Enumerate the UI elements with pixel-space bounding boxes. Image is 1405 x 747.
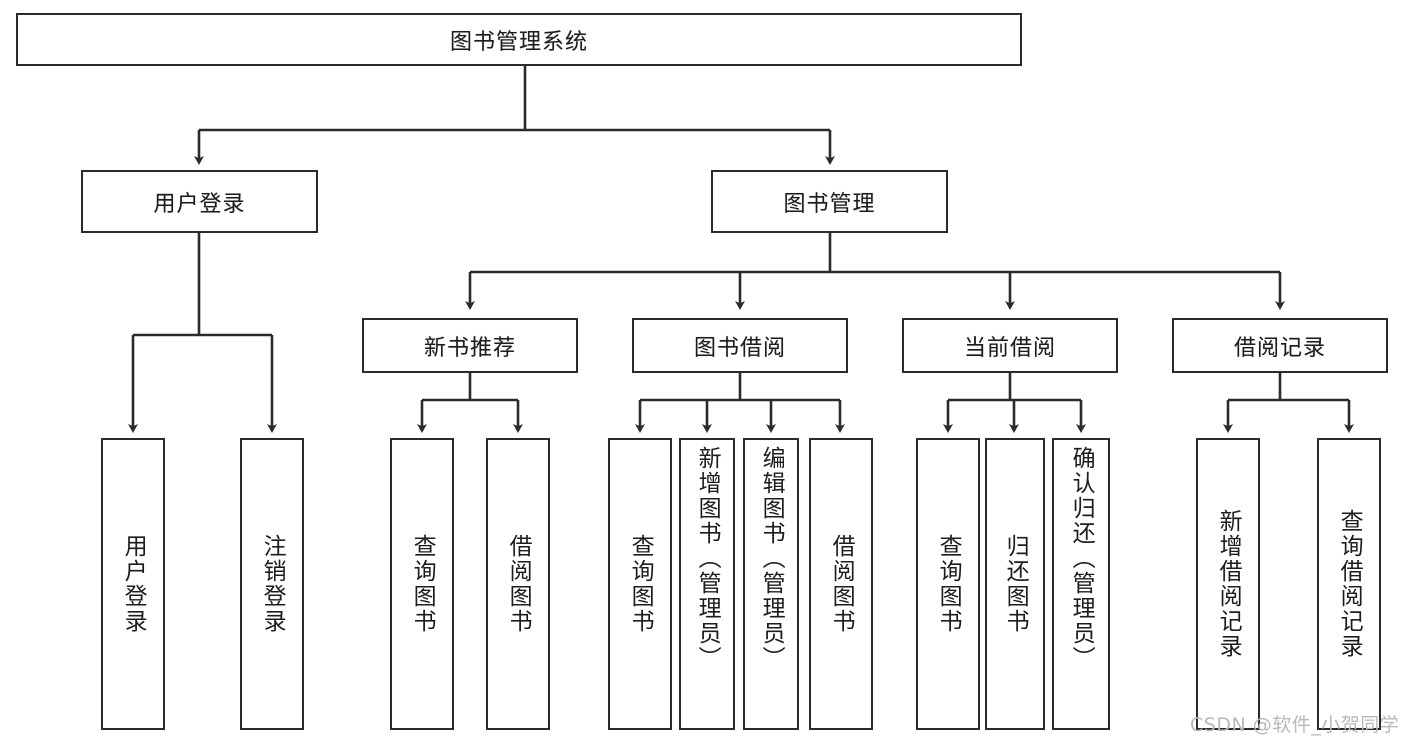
leaf-query-book-current[interactable]: 查询图书	[916, 438, 980, 730]
leaf-add-borrow-record[interactable]: 新增借阅记录	[1196, 438, 1260, 730]
node-label: 图书借阅	[693, 335, 786, 361]
leaf-borrow-book[interactable]: 借阅图书	[809, 438, 873, 730]
leaf-add-book-admin[interactable]: 新增图书（管理员）	[679, 438, 735, 730]
node-current-borrow[interactable]: 当前借阅	[902, 318, 1118, 373]
node-label: 新书推荐	[423, 335, 516, 361]
leaf-borrow-book-recommend[interactable]: 借阅图书	[486, 438, 550, 730]
node-new-book-recommend[interactable]: 新书推荐	[362, 318, 578, 373]
node-label: 查询图书	[935, 534, 962, 634]
node-label: 图书管理	[783, 191, 876, 217]
node-label: 当前借阅	[963, 335, 1056, 361]
node-label: 编辑图书（管理员）	[758, 446, 785, 671]
leaf-confirm-return-admin[interactable]: 确认归还（管理员）	[1052, 438, 1110, 730]
node-label: 借阅记录	[1233, 335, 1326, 361]
node-label: 查询图书	[409, 534, 436, 634]
node-label: 查询图书	[627, 534, 654, 634]
watermark: CSDN @软件_小贺同学	[1190, 714, 1400, 736]
node-borrow-record[interactable]: 借阅记录	[1172, 318, 1388, 373]
leaf-user-login[interactable]: 用户登录	[101, 438, 165, 730]
node-label: 新增借阅记录	[1215, 509, 1242, 659]
node-book-borrow[interactable]: 图书借阅	[632, 318, 848, 373]
leaf-query-book-recommend[interactable]: 查询图书	[390, 438, 454, 730]
node-label: 借阅图书	[505, 534, 532, 634]
node-book-management[interactable]: 图书管理	[711, 170, 948, 233]
leaf-query-borrow-record[interactable]: 查询借阅记录	[1317, 438, 1381, 730]
leaf-edit-book-admin[interactable]: 编辑图书（管理员）	[743, 438, 799, 730]
leaf-return-book[interactable]: 归还图书	[985, 438, 1045, 730]
node-root[interactable]: 图书管理系统	[16, 13, 1022, 66]
node-label: 用户登录	[120, 534, 147, 634]
node-label: 注销登录	[259, 534, 286, 634]
node-label: 借阅图书	[828, 534, 855, 634]
leaf-logout[interactable]: 注销登录	[240, 438, 304, 730]
node-label: 图书管理系统	[449, 29, 588, 55]
node-label: 新增图书（管理员）	[694, 446, 721, 671]
node-label: 查询借阅记录	[1336, 509, 1363, 659]
node-label: 确认归还（管理员）	[1068, 446, 1095, 671]
leaf-query-book-borrow[interactable]: 查询图书	[608, 438, 672, 730]
node-label: 归还图书	[1002, 534, 1029, 634]
node-label: 用户登录	[153, 191, 246, 217]
node-user-login[interactable]: 用户登录	[81, 170, 318, 233]
